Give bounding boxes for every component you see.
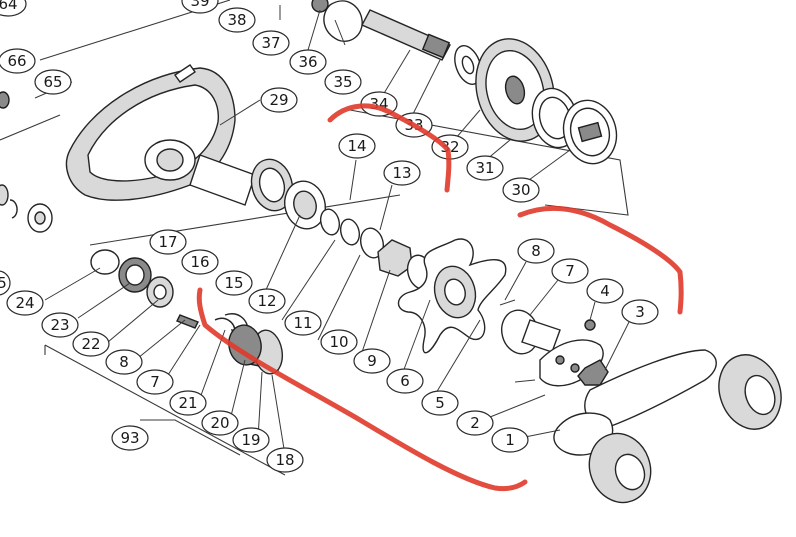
svg-text:10: 10 <box>329 333 348 351</box>
label-35: 35 <box>324 69 362 95</box>
label-7-left: 7 <box>136 369 174 395</box>
svg-text:1: 1 <box>505 431 515 449</box>
svg-text:35: 35 <box>333 73 352 91</box>
svg-text:21: 21 <box>178 394 197 412</box>
red-mark-top <box>327 103 452 193</box>
svg-text:19: 19 <box>241 431 260 449</box>
svg-text:29: 29 <box>269 91 288 109</box>
star-drag-part <box>397 238 507 354</box>
svg-text:23: 23 <box>50 316 69 334</box>
svg-text:93: 93 <box>120 429 139 447</box>
red-annotation-marks <box>196 103 684 492</box>
svg-text:38: 38 <box>227 11 246 29</box>
label-36: 36 <box>289 49 327 75</box>
label-17: 17 <box>149 229 187 255</box>
handle-arm-part <box>553 349 782 504</box>
label-37: 37 <box>252 30 290 56</box>
label-14: 14 <box>338 133 376 159</box>
label-24: 24 <box>6 290 44 316</box>
label-6: 6 <box>386 368 424 394</box>
label-15: 15 <box>215 270 253 296</box>
svg-text:15: 15 <box>224 274 243 292</box>
svg-text:16: 16 <box>190 253 209 271</box>
label-66: 66 <box>0 48 36 74</box>
label-29: 29 <box>260 87 298 113</box>
label-11: 11 <box>284 310 322 336</box>
svg-text:65: 65 <box>43 73 62 91</box>
svg-text:24: 24 <box>15 294 34 312</box>
svg-text:5: 5 <box>0 274 7 292</box>
svg-text:17: 17 <box>158 233 177 251</box>
label-39: 39 <box>181 0 219 14</box>
label-2: 2 <box>456 410 494 436</box>
label-23: 23 <box>41 312 79 338</box>
label-10: 10 <box>320 329 358 355</box>
svg-text:11: 11 <box>293 314 312 332</box>
svg-text:9: 9 <box>367 352 377 370</box>
label-65: 65 <box>34 69 72 95</box>
side-plate-part <box>65 64 236 201</box>
label-38: 38 <box>218 7 256 33</box>
svg-text:6: 6 <box>400 372 410 390</box>
label-30: 30 <box>502 177 540 203</box>
svg-text:13: 13 <box>392 164 411 182</box>
label-8-right: 8 <box>517 238 555 264</box>
washer-stack-parts <box>319 208 434 290</box>
label-20: 20 <box>201 410 239 436</box>
pinion-shaft-part <box>189 154 326 230</box>
label-93: 93 <box>111 425 149 451</box>
main-shaft-part <box>311 0 482 85</box>
label-21: 21 <box>169 390 207 416</box>
label-13: 13 <box>383 160 421 186</box>
gear-washer-parts <box>531 87 618 165</box>
svg-text:37: 37 <box>261 34 280 52</box>
svg-text:36: 36 <box>298 53 317 71</box>
svg-text:8: 8 <box>531 242 541 260</box>
label-22: 22 <box>72 331 110 357</box>
svg-text:8: 8 <box>119 353 129 371</box>
svg-text:3: 3 <box>635 303 645 321</box>
handle-plate-parts <box>499 299 609 387</box>
label-16: 16 <box>181 249 219 275</box>
svg-text:22: 22 <box>81 335 100 353</box>
label-9: 9 <box>353 348 391 374</box>
svg-text:7: 7 <box>565 262 575 280</box>
label-64: 64 <box>0 0 27 17</box>
svg-text:14: 14 <box>347 137 366 155</box>
svg-text:5: 5 <box>435 394 445 412</box>
label-7-right: 7 <box>551 258 589 284</box>
label-1: 1 <box>491 427 529 453</box>
svg-text:66: 66 <box>7 52 26 70</box>
label-5-left: 5 <box>0 270 11 296</box>
label-3: 3 <box>621 299 659 325</box>
label-8-left: 8 <box>105 349 143 375</box>
svg-text:32: 32 <box>440 138 459 156</box>
left-bearing-parts <box>90 249 249 336</box>
svg-text:2: 2 <box>470 414 480 432</box>
label-5: 5 <box>421 390 459 416</box>
red-mark-right <box>517 205 684 315</box>
svg-text:31: 31 <box>475 159 494 177</box>
label-31: 31 <box>466 155 504 181</box>
label-4: 4 <box>586 278 624 304</box>
red-mark-bottom <box>196 287 528 492</box>
svg-text:30: 30 <box>511 181 530 199</box>
svg-text:18: 18 <box>275 451 294 469</box>
far-left-parts <box>0 91 53 233</box>
svg-text:39: 39 <box>190 0 209 10</box>
svg-text:7: 7 <box>150 373 160 391</box>
svg-text:64: 64 <box>0 0 18 13</box>
svg-text:20: 20 <box>210 414 229 432</box>
callout-labels: 64 39 38 37 36 35 34 33 32 31 30 66 65 2… <box>0 0 659 473</box>
label-18: 18 <box>266 447 304 473</box>
label-19: 19 <box>232 427 270 453</box>
bracket-lines <box>0 0 629 476</box>
svg-text:12: 12 <box>257 292 276 310</box>
label-12: 12 <box>248 288 286 314</box>
svg-text:4: 4 <box>600 282 610 300</box>
